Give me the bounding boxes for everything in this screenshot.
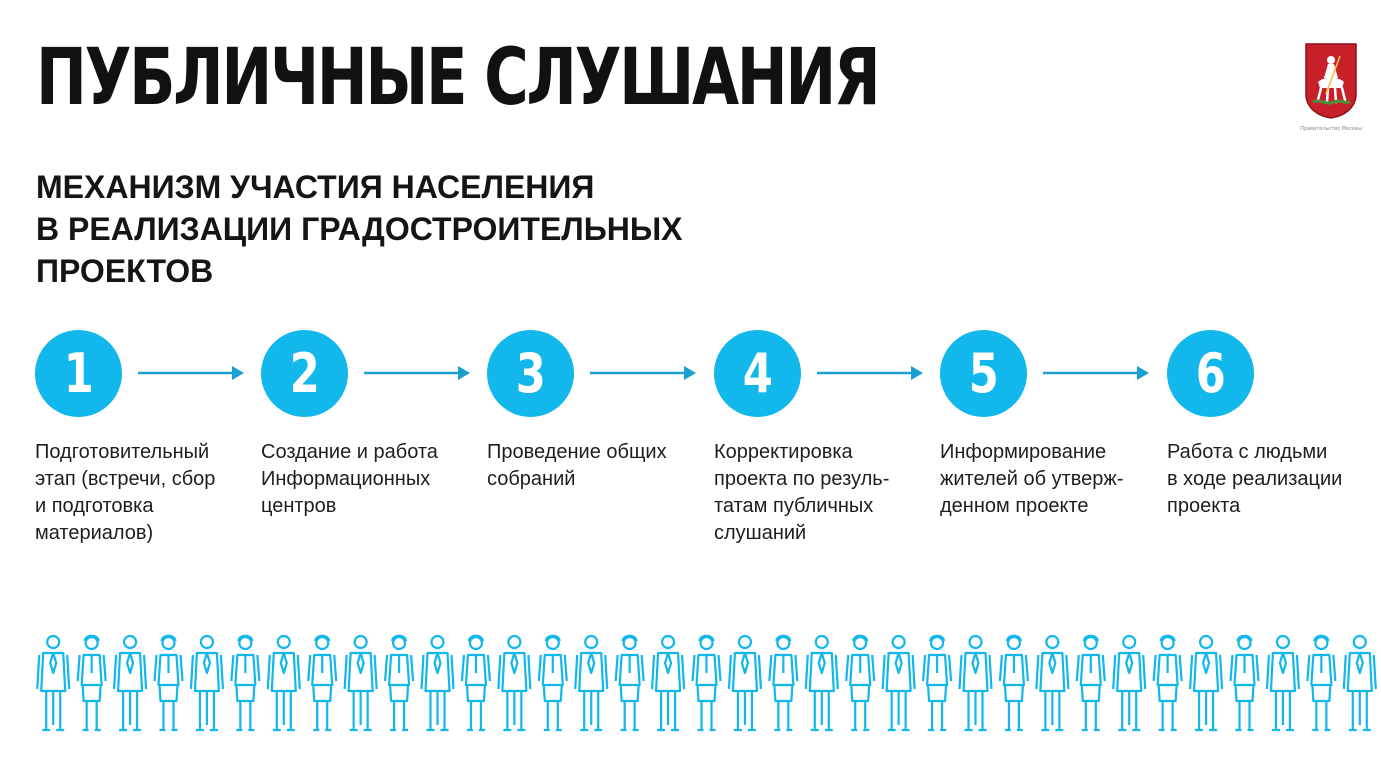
step-6-circle: 6 bbox=[1167, 330, 1254, 417]
person-icon bbox=[383, 634, 415, 732]
person-icon bbox=[460, 634, 492, 732]
arrow-right-icon bbox=[817, 364, 925, 382]
step-1-circle: 1 bbox=[35, 330, 122, 417]
step-3: 3 Проведение общих собраний bbox=[487, 330, 707, 493]
person-icon bbox=[614, 634, 645, 732]
step-2-text: Создание и работа Информационных центров bbox=[261, 439, 481, 520]
person-icon bbox=[1265, 634, 1301, 732]
step-3-number: 3 bbox=[515, 341, 546, 405]
emblem-caption: Правительство Москвы bbox=[1300, 126, 1362, 132]
person-icon bbox=[574, 634, 609, 732]
person-icon bbox=[1035, 634, 1070, 732]
step-5-text-line: жителей об утверж- bbox=[940, 468, 1124, 490]
step-4-text-line: слушаний bbox=[714, 522, 807, 544]
step-1: 1 Подготовительный этап (встречи, сбор и… bbox=[35, 330, 255, 547]
person-icon bbox=[189, 634, 225, 732]
moscow-coat-of-arms-icon bbox=[1305, 43, 1357, 119]
subtitle-line: ПРОЕКТОВ bbox=[36, 253, 214, 289]
step-1-text-line: Подготовительный bbox=[35, 441, 210, 463]
person-icon bbox=[727, 634, 763, 732]
person-icon bbox=[497, 634, 532, 732]
person-icon bbox=[112, 634, 148, 732]
arrow-right-icon bbox=[364, 364, 472, 382]
person-icon bbox=[1342, 634, 1377, 732]
person-icon bbox=[804, 634, 839, 732]
step-5-number: 5 bbox=[968, 341, 999, 405]
step-5-circle: 5 bbox=[940, 330, 1027, 417]
step-6-text-line: Работа с людьми bbox=[1167, 441, 1328, 463]
person-icon bbox=[691, 634, 722, 732]
person-icon bbox=[921, 634, 953, 732]
step-2-text-line: Создание и работа bbox=[261, 441, 438, 463]
step-1-text-line: и подготовка bbox=[35, 495, 154, 517]
step-4-text-line: проекта по резуль- bbox=[714, 468, 890, 490]
person-icon bbox=[845, 634, 876, 732]
arrow-right-icon bbox=[1043, 364, 1151, 382]
step-4-number: 4 bbox=[742, 341, 773, 405]
step-4-text: Корректировка проекта по резуль- татам п… bbox=[714, 439, 934, 547]
subtitle-line: В РЕАЛИЗАЦИИ ГРАДОСТРОИТЕЛЬНЫХ bbox=[36, 211, 683, 247]
person-icon bbox=[650, 634, 686, 732]
step-1-number: 1 bbox=[63, 341, 94, 405]
step-6: 6 Работа с людьми в ходе реализации прое… bbox=[1167, 330, 1381, 520]
step-4: 4 Корректировка проекта по резуль- татам… bbox=[714, 330, 934, 547]
step-6-text: Работа с людьми в ходе реализации проект… bbox=[1167, 439, 1381, 520]
step-2-number: 2 bbox=[289, 341, 320, 405]
person-icon bbox=[76, 634, 107, 732]
step-4-text-line: Корректировка bbox=[714, 441, 853, 463]
step-2: 2 Создание и работа Информационных центр… bbox=[261, 330, 481, 520]
step-3-text: Проведение общих собраний bbox=[487, 439, 707, 493]
person-icon bbox=[420, 634, 455, 732]
step-4-circle: 4 bbox=[714, 330, 801, 417]
person-icon bbox=[230, 634, 261, 732]
emblem: Правительство Москвы bbox=[1300, 42, 1362, 146]
subtitle-line: МЕХАНИЗМ УЧАСТИЯ НАСЕЛЕНИЯ bbox=[36, 169, 595, 205]
step-5-text: Информирование жителей об утверж- денном… bbox=[940, 439, 1160, 520]
person-icon bbox=[881, 634, 916, 732]
person-icon bbox=[958, 634, 993, 732]
person-icon bbox=[36, 634, 71, 732]
person-icon bbox=[1152, 634, 1183, 732]
person-icon bbox=[1075, 634, 1106, 732]
step-6-number: 6 bbox=[1195, 341, 1226, 405]
step-2-text-line: Информационных bbox=[261, 468, 431, 490]
step-6-text-line: в ходе реализации bbox=[1167, 468, 1343, 490]
subtitle: МЕХАНИЗМ УЧАСТИЯ НАСЕЛЕНИЯ В РЕАЛИЗАЦИИ … bbox=[36, 166, 683, 292]
step-5-text-line: Информирование bbox=[940, 441, 1107, 463]
person-icon bbox=[1188, 634, 1224, 732]
step-5: 5 Информирование жителей об утверж- денн… bbox=[940, 330, 1160, 520]
person-icon bbox=[266, 634, 301, 732]
step-2-text-line: центров bbox=[261, 495, 337, 517]
person-icon bbox=[1306, 634, 1337, 732]
step-1-text-line: материалов) bbox=[35, 522, 154, 544]
person-icon bbox=[537, 634, 568, 732]
person-icon bbox=[768, 634, 799, 732]
step-1-text-line: этап (встречи, сбор bbox=[35, 468, 216, 490]
person-icon bbox=[1112, 634, 1147, 732]
step-3-circle: 3 bbox=[487, 330, 574, 417]
person-icon bbox=[343, 634, 378, 732]
person-icon bbox=[307, 634, 338, 732]
step-3-text-line: собраний bbox=[487, 468, 576, 490]
person-icon bbox=[153, 634, 184, 732]
step-1-text: Подготовительный этап (встречи, сбор и п… bbox=[35, 439, 255, 547]
step-3-text-line: Проведение общих bbox=[487, 441, 667, 463]
arrow-right-icon bbox=[138, 364, 246, 382]
person-icon bbox=[998, 634, 1030, 732]
arrow-right-icon bbox=[590, 364, 698, 382]
page-title: ПУБЛИЧНЫЕ СЛУШАНИЯ bbox=[36, 33, 881, 123]
step-5-text-line: денном проекте bbox=[940, 495, 1089, 517]
step-4-text-line: татам публичных bbox=[714, 495, 874, 517]
step-2-circle: 2 bbox=[261, 330, 348, 417]
step-6-text-line: проекта bbox=[1167, 495, 1241, 517]
crowd-of-people bbox=[36, 634, 1377, 732]
person-icon bbox=[1229, 634, 1260, 732]
